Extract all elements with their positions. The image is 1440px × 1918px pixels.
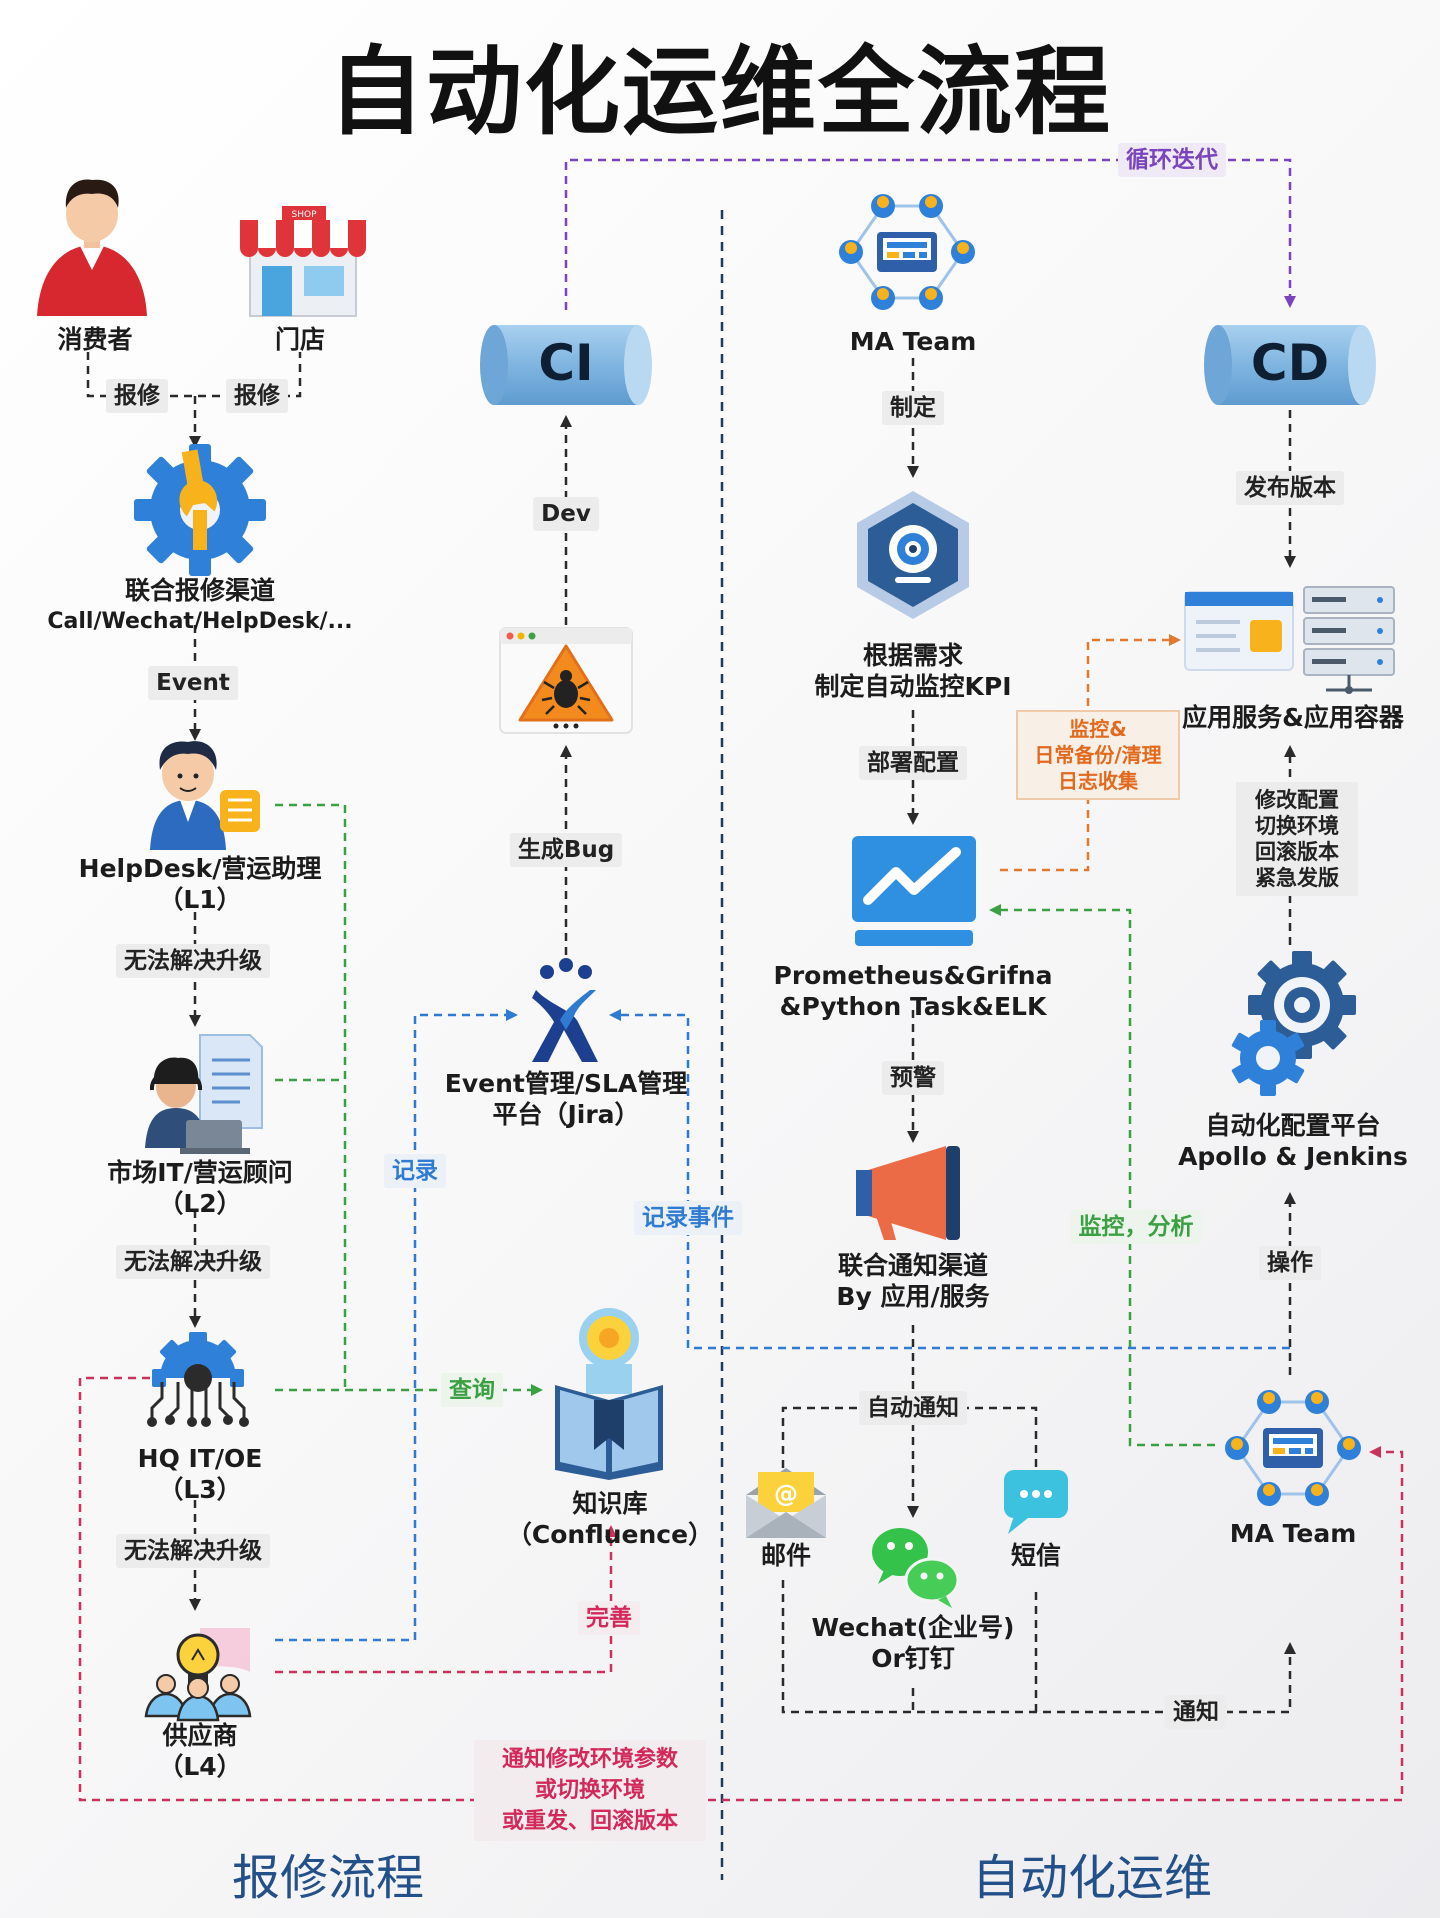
cd-label: CD <box>1250 334 1330 392</box>
edge-label-monitor-analyze: 监控，分析 <box>1070 1210 1202 1244</box>
sms-icon <box>1004 1470 1068 1534</box>
consumer-label: 消费者 <box>57 325 133 354</box>
edge-label-monitor-backup: 监控&日常备份/清理日志收集 <box>1016 710 1180 800</box>
email-label: 邮件 <box>760 1541 811 1570</box>
l4-label: 供应商（L4） <box>158 1721 242 1781</box>
knowledge-base-icon <box>555 1308 663 1480</box>
jira-icon <box>532 958 598 1062</box>
consumer-icon <box>37 179 147 316</box>
edge-label-record: 记录 <box>384 1154 446 1188</box>
edge-label-gen-bug: 生成Bug <box>509 833 623 867</box>
app-service-label: 应用服务&应用容器 <box>1182 703 1404 732</box>
edge-label-deploy-config: 部署配置 <box>859 746 967 780</box>
edge-label-event: Event <box>148 666 238 700</box>
helpdesk-agent-icon <box>150 741 260 850</box>
svg-text:@: @ <box>774 1480 798 1508</box>
sms-label: 短信 <box>1010 1541 1061 1570</box>
edge-label-release: 发布版本 <box>1236 471 1344 505</box>
section-title-automation: 自动化运维 <box>972 1850 1213 1906</box>
green-connectors <box>275 803 1215 1447</box>
server-container-icon <box>1303 586 1395 694</box>
gear-wrench-icon <box>134 444 266 576</box>
kpi-camera-icon <box>857 491 969 619</box>
bug-warning-icon <box>499 627 633 734</box>
email-icon: @ <box>746 1468 826 1538</box>
it-consultant-icon <box>145 1034 263 1154</box>
ci-label: CI <box>538 334 594 392</box>
page-title: 自动化运维全流程 <box>328 36 1112 148</box>
l1-label: HelpDesk/营运助理（L1） <box>78 854 322 914</box>
wechat-icon <box>872 1528 960 1608</box>
kpi-label: 根据需求制定自动监控KPI <box>814 641 1012 701</box>
edge-label-loop: 循环迭代 <box>1118 143 1226 177</box>
edge-label-escalate: 无法解决升级 <box>116 1534 270 1568</box>
edge-label-notify-params: 通知修改环境参数或切换环境或重发、回滚版本 <box>474 1740 706 1841</box>
store-icon: SHOP <box>240 206 366 317</box>
config-gears-icon <box>1231 951 1356 1096</box>
cd-cylinder-icon <box>1204 325 1376 405</box>
edge-label-improve: 完善 <box>578 1601 640 1635</box>
ma-team-network-icon <box>1225 1390 1361 1506</box>
edge-label-alert: 预警 <box>882 1061 944 1095</box>
jira-label: Event管理/SLA管理平台（Jira） <box>444 1069 688 1129</box>
store-sign: SHOP <box>292 210 318 220</box>
store-label: 门店 <box>274 325 325 354</box>
edge-label-record-event: 记录事件 <box>634 1201 742 1235</box>
l2-label: 市场IT/营运顾问（L2） <box>107 1158 293 1218</box>
megaphone-icon <box>856 1146 960 1240</box>
edge-label-auto-notify: 自动通知 <box>859 1391 967 1425</box>
supplier-icon <box>144 1628 252 1722</box>
edge-label-query: 查询 <box>441 1373 503 1407</box>
edge-label-report: 报修 <box>106 379 168 413</box>
blue-connectors <box>275 1009 1290 1642</box>
edge-label-modify-config: 修改配置切换环境回滚版本紧急发版 <box>1236 782 1358 896</box>
loop-connector <box>564 158 1296 310</box>
prometheus-label: Prometheus&Grifna&Python Task&ELK <box>773 961 1053 1021</box>
edge-label-dev: Dev <box>533 497 599 531</box>
l3-label: HQ IT/OE（L3） <box>137 1444 263 1504</box>
app-service-icon <box>1184 591 1294 671</box>
gear-circuit-icon <box>147 1332 249 1427</box>
kb-label: 知识库（Confluence） <box>506 1489 714 1549</box>
red-connectors <box>78 1376 1404 1802</box>
ma-team-bottom-label: MA Team <box>1229 1519 1357 1548</box>
edge-label-notify: 通知 <box>1165 1695 1227 1729</box>
edge-label-operate: 操作 <box>1259 1246 1321 1280</box>
ma-team-top-label: MA Team <box>849 327 977 356</box>
edge-label-escalate: 无法解决升级 <box>116 944 270 978</box>
ci-cylinder-icon <box>480 325 652 405</box>
edge-label-define: 制定 <box>882 391 944 425</box>
edge-label-report: 报修 <box>226 379 288 413</box>
section-title-repair: 报修流程 <box>232 1850 425 1906</box>
edge-label-escalate: 无法解决升级 <box>116 1245 270 1279</box>
wechat-label: Wechat(企业号)Or钉钉 <box>811 1613 1015 1673</box>
monitoring-dashboard-icon <box>852 836 976 946</box>
ma-team-network-icon <box>839 194 975 310</box>
